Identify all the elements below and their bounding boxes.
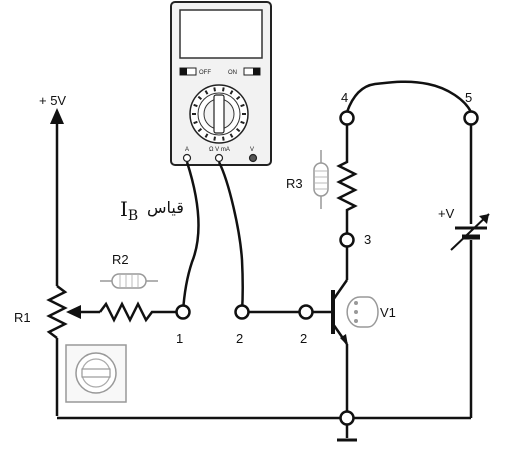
r1-label: R1	[14, 310, 31, 325]
meter-display	[179, 9, 263, 59]
r1-wiper-arrow-icon	[66, 305, 81, 319]
supply-5v-label: + 5V	[39, 93, 66, 108]
multimeter: OFF ON A Ω V mA V	[170, 1, 272, 166]
node-2b-terminal[interactable]	[298, 304, 314, 320]
meter-switch-left-knob	[180, 68, 187, 75]
measure-arabic-text: قياس	[147, 198, 184, 217]
node-5-label: 5	[465, 90, 472, 105]
node-3-label: 3	[364, 232, 371, 247]
potentiometer-component-icon	[65, 344, 127, 403]
dial-tick-mark	[193, 120, 198, 125]
v1-label: V1	[380, 305, 396, 320]
ground-symbol-icon	[337, 424, 357, 442]
dial-tick-mark	[240, 120, 245, 125]
r2-resistor-zigzag	[99, 301, 177, 323]
node-2b-label: 2	[300, 331, 307, 346]
node-1-terminal[interactable]	[175, 304, 191, 320]
r2-label: R2	[112, 252, 129, 267]
node-4-label: 4	[341, 90, 348, 105]
node-2a-label: 2	[236, 331, 243, 346]
node-3-terminal[interactable]	[339, 232, 355, 248]
emitter-arrow-icon	[340, 334, 348, 346]
dial-tick-mark	[204, 90, 209, 95]
r3-component-icon	[313, 150, 329, 209]
meter-jack-com[interactable]	[214, 153, 224, 163]
meter-jack-mid-label: Ω V mA	[209, 147, 230, 153]
measure-ib-symbol: IB	[120, 197, 138, 224]
transistor-v1	[331, 279, 349, 346]
node-4-terminal[interactable]	[339, 110, 355, 126]
meter-jack-v[interactable]	[248, 153, 258, 163]
node-2a-terminal[interactable]	[234, 304, 250, 320]
jumper-wire-4-5	[345, 80, 473, 113]
dial-tick-mark	[193, 103, 198, 108]
dial-tick-mark	[197, 128, 203, 133]
meter-jack-v-label: V	[250, 147, 254, 153]
meter-switch-right-knob	[253, 68, 260, 75]
meter-jack-a-label: A	[185, 147, 189, 153]
dial-tick-mark	[204, 133, 209, 138]
r2-component-icon	[100, 273, 158, 289]
dial-tick-mark	[229, 133, 234, 138]
ground-node-terminal[interactable]	[339, 410, 355, 426]
supply-5v-arrow-icon	[50, 108, 64, 124]
meter-dial-ticks	[192, 87, 246, 141]
dial-tick-mark	[222, 87, 225, 92]
dial-tick-mark	[240, 103, 245, 108]
dial-tick-mark	[235, 95, 241, 100]
meter-rotary-dial[interactable]	[189, 84, 249, 144]
meter-jack-a[interactable]	[182, 153, 192, 163]
dial-tick-mark	[235, 128, 241, 133]
node-1-label: 1	[176, 331, 183, 346]
r1-resistor-zigzag	[46, 285, 68, 339]
r3-resistor-zigzag	[336, 124, 358, 234]
measure-ib-label: IB قياس	[120, 197, 184, 224]
variable-supply-icon	[450, 213, 490, 251]
dial-tick-mark	[229, 90, 234, 95]
vplus-label: +V	[438, 206, 455, 221]
meter-lead-to-node2	[217, 161, 244, 313]
meter-lead-to-node1	[181, 161, 200, 313]
dial-tick-mark	[213, 136, 216, 141]
meter-switch-left-label: OFF	[199, 70, 211, 76]
node-5-terminal[interactable]	[463, 110, 479, 126]
dial-tick-mark	[222, 136, 225, 141]
dial-tick-mark	[213, 87, 216, 92]
dial-tick-mark	[197, 95, 203, 100]
v1-component-icon	[346, 296, 379, 328]
r3-label: R3	[286, 176, 303, 191]
meter-switch-right-label: ON	[228, 70, 237, 76]
